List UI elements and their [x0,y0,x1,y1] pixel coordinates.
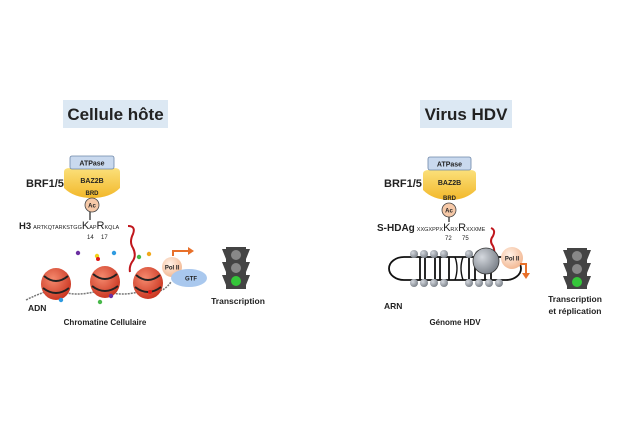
brf-label: BRF1/5 [26,178,64,190]
ac-label: Ac [445,209,453,215]
gtf [171,269,207,287]
traffic-light-icon [563,248,591,289]
rna-genome [388,256,522,281]
pol-ii-label: Pol II [505,257,520,263]
atpase-box [69,155,115,170]
baz2b-label: BAZ2B [80,178,103,185]
baz2b-label: BAZ2B [438,180,461,187]
left-panel: Cellule hôte BRF1/5 ATPase BAZ2B BRD Ac … [19,100,265,327]
baz2b-shape [423,170,476,200]
s-hdag-protein [472,247,500,275]
panel-title: Cellule hôte [67,105,163,124]
caption: Génome HDV [429,318,481,327]
atpase-label: ATPase [437,162,462,169]
title-box [420,100,512,128]
position-17: 17 [101,235,108,241]
traffic-light-icon [222,247,250,289]
atpase-box [427,156,472,171]
brd-label: BRD [443,196,457,202]
pol-ii-label: Pol II [165,266,180,272]
acetyl-circle [84,197,100,213]
histone-tail [127,225,136,273]
brf-label: BRF1/5 [384,178,422,190]
nucleosome [133,267,163,299]
panel-title: Virus HDV [425,105,508,124]
pol-ii [501,247,523,269]
nucleosome [41,268,71,300]
gtf-label: GTF [185,277,197,283]
histone-marks [58,250,152,305]
brd-label: BRD [86,191,100,197]
arn-label: ARN [384,301,402,311]
arrow-icon [520,263,527,274]
adn-label: ADN [28,303,46,313]
arrow-head-icon [522,273,530,279]
arrow-icon [172,250,189,256]
outcome-label-line1: Transcription [548,294,602,304]
outcome-label: Transcription [211,296,265,306]
baz2b-shape [64,168,120,198]
nucleosome [90,266,120,298]
title-box [63,100,168,128]
position-75: 75 [462,236,469,242]
atpase-label: ATPase [79,161,104,168]
outcome-label-line2: et réplication [549,306,602,316]
position-14: 14 [87,235,94,241]
ac-label: Ac [88,204,96,210]
arrow-head-icon [188,247,194,255]
position-72: 72 [445,236,452,242]
right-panel: Virus HDV BRF1/5 ATPase BAZ2B BRD Ac S-H… [377,100,602,327]
caption: Chromatine Cellulaire [64,318,147,327]
